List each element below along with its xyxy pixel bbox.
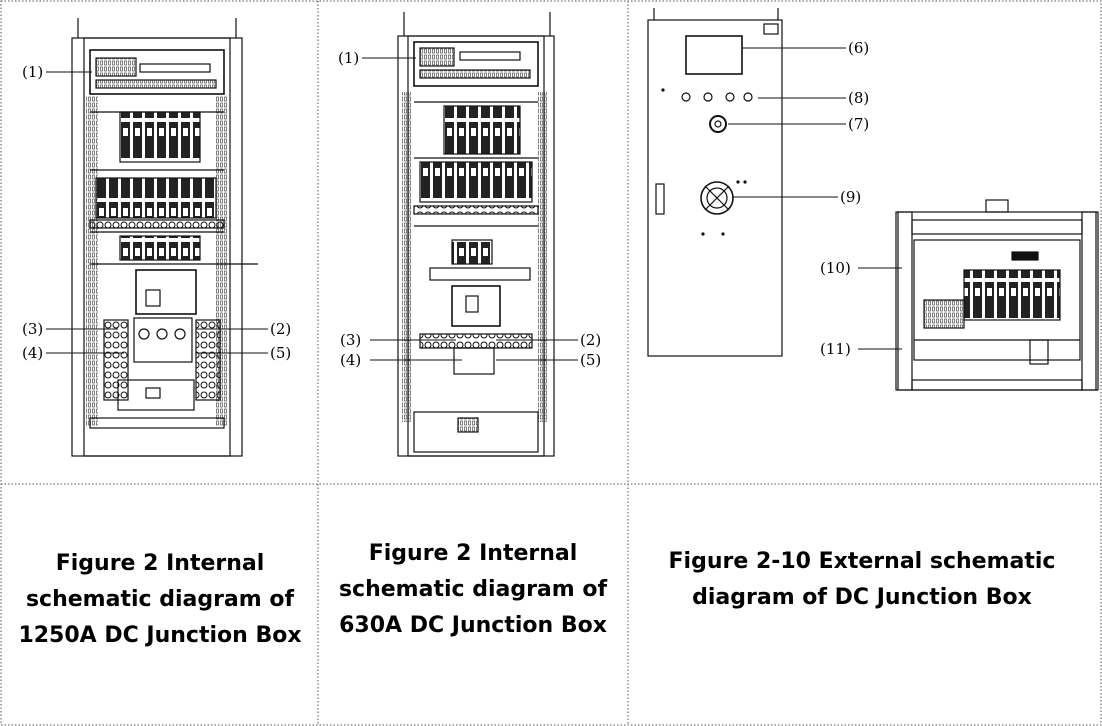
cabinet-630a-drawing bbox=[397, 12, 555, 457]
callout-label: (1) bbox=[338, 49, 359, 67]
callout-label: (4) bbox=[22, 344, 43, 362]
callout-label: (6) bbox=[848, 39, 869, 57]
callout-label: (1) bbox=[22, 63, 43, 81]
callout-label: (11) bbox=[820, 340, 851, 358]
callout-label: (5) bbox=[270, 344, 291, 362]
figure-caption-630a: Figure 2 Internal schematic diagram of 6… bbox=[338, 541, 608, 638]
callout-label: (9) bbox=[840, 188, 861, 206]
cabinet-1250a-drawing bbox=[71, 18, 258, 457]
callout-label: (2) bbox=[580, 331, 601, 349]
callout-label: (4) bbox=[340, 351, 361, 369]
cabinet-1250a-callouts bbox=[46, 71, 268, 354]
cabinet-630a-callouts bbox=[362, 57, 578, 361]
callout-label: (10) bbox=[820, 259, 851, 277]
exterior-callouts bbox=[728, 47, 902, 350]
figure-caption-external: Figure 2-10 External schematic diagram o… bbox=[668, 549, 1056, 610]
cabinet-top-view-drawing bbox=[895, 199, 1099, 391]
cabinet-front-exterior-drawing bbox=[647, 8, 783, 357]
callout-label: (2) bbox=[270, 320, 291, 338]
figure-caption-1250a: Figure 2 Internal schematic diagram of 1… bbox=[18, 551, 302, 648]
callout-label: (5) bbox=[580, 351, 601, 369]
callout-label: (8) bbox=[848, 89, 869, 107]
callout-label: (7) bbox=[848, 115, 869, 133]
callout-label: (3) bbox=[340, 331, 361, 349]
callout-labels: (1) (3) (4) (2) (5) (1) (3) (4) (2) (5) … bbox=[22, 39, 869, 369]
callout-label: (3) bbox=[22, 320, 43, 338]
